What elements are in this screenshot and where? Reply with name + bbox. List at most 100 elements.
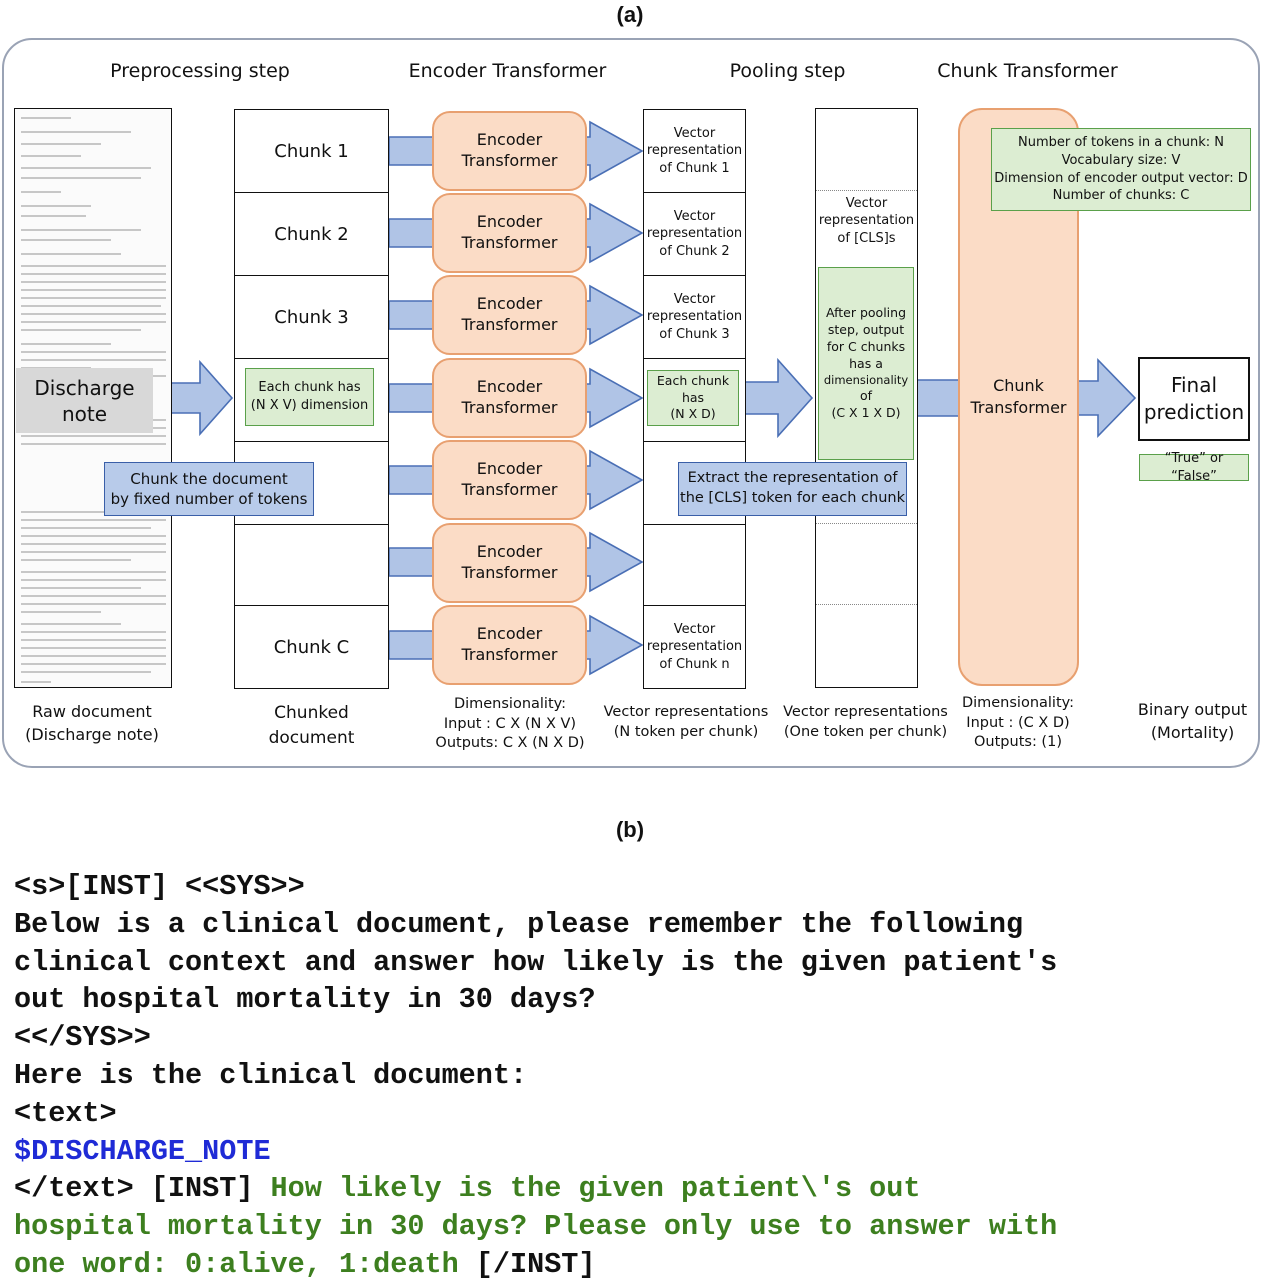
caption-text: Binary output [1137,700,1248,719]
encoder-label-line-2: Transformer [461,151,558,170]
panel-b-label: (b) [615,817,645,842]
chunk-dimension-note: Each chunk has (N X V) dimension [245,368,374,426]
caption-vector-representations-one: Vector representations (One token per chu… [778,703,953,742]
vector-text: of Chunk 3 [659,326,730,342]
true-false-note: “True” or “False” [1139,451,1249,484]
caption-text: Raw document [32,702,152,721]
header-chunk-transformer: Chunk Transformer [937,60,1118,82]
chunk-transformer-line-2: Transformer [970,398,1067,417]
encoder-label-line-1: Encoder [476,542,543,562]
panel-a-label: (a) [616,2,644,27]
chunk-document-note-line-1: Chunk the document [130,469,288,488]
pooling-note-text: step, output [827,321,905,337]
final-prediction-line-1: Final [1170,373,1218,397]
pooling-note-text: After pooling [825,305,907,321]
caption-text: Vector representations [783,704,948,720]
arrow-raw-to-chunks [169,359,234,437]
vector-text: of Chunk n [659,656,730,672]
extract-note-line-2: the [CLS] token for each chunk [680,490,905,506]
caption-text: Input : (C X D) [966,714,1070,731]
pooling-note-text: for C chunks [826,338,906,354]
vector-text: representation [646,639,743,655]
chunk-c: Chunk C [234,605,389,689]
chunk-transformer-line-1: Chunk [993,376,1044,396]
chunk-2: Chunk 2 [234,192,389,276]
cls-label-text: representation [818,213,915,229]
vector-text: Vector [673,208,716,224]
vector-text: Vector [673,125,716,141]
caption-vector-representations: Vector representations (N token per chunk… [600,703,772,742]
encoder-label-line-1: Encoder [476,130,543,150]
prompt-line-5: <</SYS>> [14,1021,151,1055]
caption-text: document [268,727,355,748]
prompt-template: <s>[INST] <<SYS>> Below is a clinical do… [14,868,1259,1284]
legend-line: Number of tokens in a chunk: N [1018,135,1224,151]
discharge-note-label: Discharge note [16,368,153,433]
caption-text: Dimensionality: [961,695,1075,711]
caption-text: (One token per chunk) [783,723,948,740]
vector-dimension-note-line-1: Each chunk has [656,372,730,405]
vector-dimension-note-line-2: (N X D) [670,406,716,422]
encoder-label-line-1: Encoder [476,624,543,644]
chunk-dimension-note-line-2: (N X V) dimension [250,398,369,413]
caption-text: (Mortality) [1150,723,1235,743]
vector-text: representation [646,226,743,242]
chunk-document-note-line-2: by fixed number of tokens [110,490,308,508]
chunk-dimension-note-line-1: Each chunk has [258,380,361,396]
encoder-label-line-2: Transformer [461,233,558,252]
encoder-label-line-2: Transformer [461,563,558,582]
caption-raw-document: Raw document (Discharge note) [12,700,172,746]
prompt-line-9a: </text> [INST] [14,1172,271,1206]
prompt-question-3: one word: 0:alive, 1:death [14,1247,459,1281]
cls-label-text: of [CLS]s [837,230,896,246]
vector-dimension-note: Each chunk has (N X D) [647,370,739,426]
caption-text: Vector representations [603,704,769,720]
chunk-document-note: Chunk the document by fixed number of to… [104,462,314,516]
encoder-label-line-1: Encoder [476,294,543,314]
chunk-6 [234,524,389,608]
encoder-label-line-1: Encoder [476,459,543,479]
final-prediction-line-2: prediction [1143,400,1245,424]
pooling-note-text: of [859,388,873,404]
caption-chunk-dimensionality: Dimensionality:Input : (C X D)Outputs: (… [948,694,1088,753]
legend-line: Dimension of encoder output vector: D [994,170,1248,186]
diagram-frame [2,38,1260,768]
arrow-to-pooling [744,357,814,439]
vector-chunk-6 [643,524,746,608]
pooling-divider [816,604,917,605]
prompt-line-1: <s>[INST] <<SYS>> [14,870,305,903]
extract-note-line-1: Extract the representation of [687,470,898,487]
caption-text: (N token per chunk) [613,723,759,740]
pooling-divider [816,523,917,524]
discharge-note-line-2: note [61,401,108,426]
header-pooling: Pooling step [729,60,846,82]
notation-legend: Number of tokens in a chunk: N Vocabular… [991,128,1251,211]
caption-binary-output: Binary output (Mortality) [1125,698,1260,744]
extract-cls-note: Extract the representation of the [CLS] … [678,462,907,516]
vector-text: representation [646,309,743,325]
caption-text: Dimensionality: [453,696,567,712]
vector-text: of Chunk 2 [659,243,730,259]
caption-chunked-document: Chunked document [234,701,389,750]
prompt-line-3: clinical context and answer how likely i… [14,945,1058,979]
vector-text: Vector [673,621,716,637]
caption-encoder-dimensionality: Dimensionality:Input : C X (N X V)Output… [420,695,600,754]
prompt-question-1: How likely is the given patient\'s out [270,1172,921,1206]
caption-text: (Discharge note) [25,725,159,745]
discharge-note-line-1: Discharge [34,375,135,400]
header-encoder: Encoder Transformer [408,60,607,82]
header-preprocessing: Preprocessing step [110,60,290,82]
pooling-note-text: (C X 1 X D) [831,405,901,420]
caption-text: Chunked [274,703,349,723]
chunk-3: Chunk 3 [234,275,389,359]
final-prediction-box: Final prediction [1138,357,1250,441]
